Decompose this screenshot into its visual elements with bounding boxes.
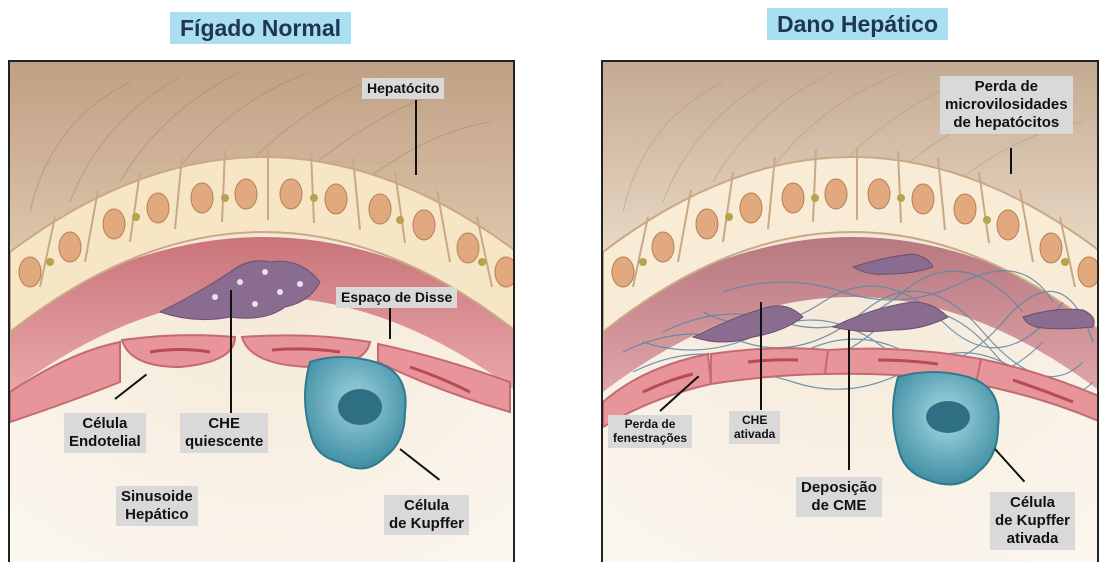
ecm-deposition-label: Deposição de CME: [796, 477, 882, 517]
hepatocyte-label: Hepatócito: [362, 78, 444, 99]
leader-line: [415, 100, 417, 175]
sinusoid-label: Sinusoide Hepático: [116, 486, 198, 526]
kupffer-nucleus: [338, 389, 382, 425]
kupffer-cell-label: Célula de Kupffer: [384, 495, 469, 535]
fenestration-loss-label: Perda de fenestrações: [608, 415, 692, 448]
activated-hsc-label: CHE ativada: [729, 411, 780, 444]
disse-space-label: Espaço de Disse: [336, 287, 457, 308]
quiescent-hsc-label: CHE quiescente: [180, 413, 268, 453]
leader-line: [389, 307, 391, 339]
leader-line: [848, 330, 850, 470]
normal-liver-illustration: [10, 62, 515, 562]
endothelial-cell-label: Célula Endotelial: [64, 413, 146, 453]
microvilli-loss-label: Perda de microvilosidades de hepatócitos: [940, 76, 1073, 134]
kupffer-nucleus: [926, 401, 970, 433]
normal-liver-panel: [8, 60, 515, 562]
activated-kupffer-label: Célula de Kupffer ativada: [990, 492, 1075, 550]
leader-line: [760, 302, 762, 410]
liver-damage-title: Dano Hepático: [767, 8, 948, 40]
leader-line: [230, 290, 232, 414]
normal-liver-title: Fígado Normal: [170, 12, 351, 44]
leader-line: [1010, 148, 1012, 174]
